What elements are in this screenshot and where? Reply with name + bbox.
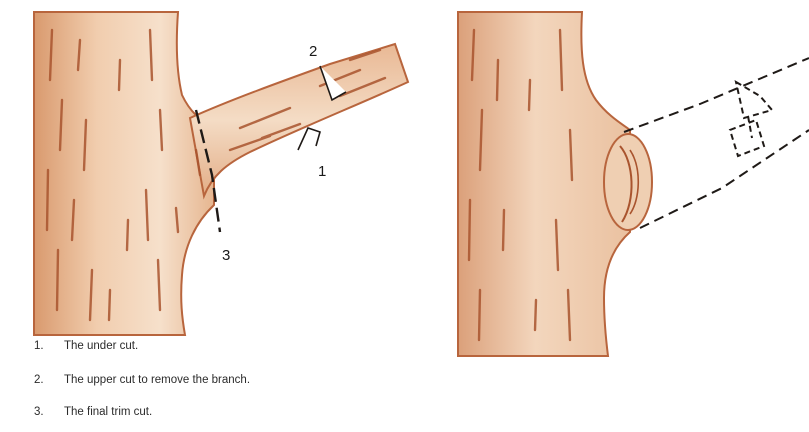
under-cut-mark bbox=[298, 128, 320, 150]
caption-number: 3. bbox=[34, 406, 44, 418]
right-tree-illustration bbox=[458, 12, 809, 356]
removed-branch-outline bbox=[624, 58, 809, 228]
left-tree-illustration: 2 1 3 bbox=[34, 12, 408, 335]
caption-text: The final trim cut. bbox=[64, 406, 152, 418]
left-branch bbox=[190, 44, 408, 196]
branch-collar-wound bbox=[604, 134, 652, 230]
cut-label-3: 3 bbox=[222, 247, 230, 264]
removed-branch-cut-marks bbox=[730, 82, 772, 156]
caption-number: 1. bbox=[34, 340, 44, 352]
caption-number: 2. bbox=[34, 374, 44, 386]
caption-text: The under cut. bbox=[64, 340, 138, 352]
cut-label-1: 1 bbox=[318, 163, 326, 180]
left-trunk bbox=[34, 12, 214, 335]
cut-label-2: 2 bbox=[309, 43, 317, 60]
caption-text: The upper cut to remove the branch. bbox=[64, 374, 250, 386]
